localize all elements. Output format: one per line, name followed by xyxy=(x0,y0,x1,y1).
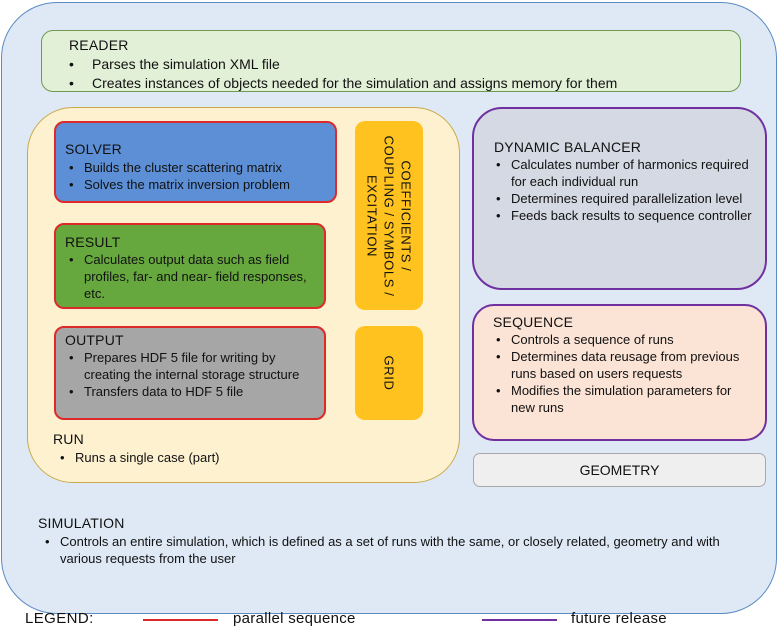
simulation-list: Controls an entire simulation, which is … xyxy=(38,533,753,567)
solver-item-1: Solves the matrix inversion problem xyxy=(62,176,334,193)
output-item-1: Transfers data to HDF 5 file xyxy=(62,383,324,400)
coefficients-label: COEFFICIENTS / COUPLING / SYMBOLS / EXCI… xyxy=(364,135,415,296)
grid-box: GRID xyxy=(355,326,423,420)
result-title: RESULT xyxy=(65,234,121,250)
legend-future-text: future release xyxy=(571,610,667,627)
sequence-box: SEQUENCE Controls a sequence of runs Det… xyxy=(472,304,767,441)
result-box: RESULT Calculates output data such as fi… xyxy=(54,223,326,309)
legend-label: LEGEND: xyxy=(25,610,94,627)
reader-item-1: Creates instances of objects needed for … xyxy=(62,74,742,93)
dynamic-balancer-item-2: Feeds back results to sequence controlle… xyxy=(489,207,754,224)
dynamic-balancer-box: DYNAMIC BALANCER Calculates number of ha… xyxy=(472,107,767,290)
legend-parallel-swatch xyxy=(143,619,218,621)
geometry-label: GEOMETRY xyxy=(579,462,660,478)
reader-list: Parses the simulation XML file Creates i… xyxy=(62,55,742,93)
result-item-0: Calculates output data such as field pro… xyxy=(62,251,317,302)
sequence-item-1: Determines data reusage from previous ru… xyxy=(489,348,757,382)
run-title: RUN xyxy=(53,431,84,447)
legend-future-swatch xyxy=(482,619,557,621)
legend-parallel-text: parallel sequence xyxy=(233,610,356,627)
output-item-0: Prepares HDF 5 file for writing by creat… xyxy=(62,349,324,383)
sequence-title: SEQUENCE xyxy=(493,314,574,330)
reader-item-0: Parses the simulation XML file xyxy=(62,55,742,74)
coefficients-box: COEFFICIENTS / COUPLING / SYMBOLS / EXCI… xyxy=(355,121,423,310)
dynamic-balancer-list: Calculates number of harmonics required … xyxy=(489,156,754,224)
coefficients-line-2: COUPLING / SYMBOLS / xyxy=(381,135,397,296)
solver-box: SOLVER Builds the cluster scattering mat… xyxy=(54,121,337,203)
dynamic-balancer-item-0: Calculates number of harmonics required … xyxy=(489,156,754,190)
sequence-item-0: Controls a sequence of runs xyxy=(489,331,757,348)
simulation-title: SIMULATION xyxy=(38,515,125,531)
dynamic-balancer-title: DYNAMIC BALANCER xyxy=(494,139,642,155)
simulation-content: SIMULATION Controls an entire simulation… xyxy=(38,514,753,567)
solver-item-0: Builds the cluster scattering matrix xyxy=(62,159,334,176)
reader-box: READER Parses the simulation XML file Cr… xyxy=(41,30,742,93)
output-title: OUTPUT xyxy=(65,332,124,348)
result-list: Calculates output data such as field pro… xyxy=(62,251,317,302)
coefficients-line-1: COEFFICIENTS / xyxy=(398,160,414,271)
run-item-0: Runs a single case (part) xyxy=(53,449,433,466)
run-list: Runs a single case (part) xyxy=(53,449,433,466)
geometry-box: GEOMETRY xyxy=(473,453,766,487)
dynamic-balancer-item-1: Determines required parallelization leve… xyxy=(489,190,754,207)
grid-label: GRID xyxy=(381,355,397,391)
output-box: OUTPUT Prepares HDF 5 file for writing b… xyxy=(54,326,326,420)
reader-title: READER xyxy=(69,37,129,53)
sequence-item-2: Modifies the simulation parameters for n… xyxy=(489,382,757,416)
coefficients-line-3: EXCITATION xyxy=(364,174,380,257)
sequence-list: Controls a sequence of runs Determines d… xyxy=(489,331,757,416)
simulation-item-0: Controls an entire simulation, which is … xyxy=(38,533,753,567)
solver-list: Builds the cluster scattering matrix Sol… xyxy=(62,159,334,193)
output-list: Prepares HDF 5 file for writing by creat… xyxy=(62,349,324,400)
solver-title: SOLVER xyxy=(65,141,122,157)
